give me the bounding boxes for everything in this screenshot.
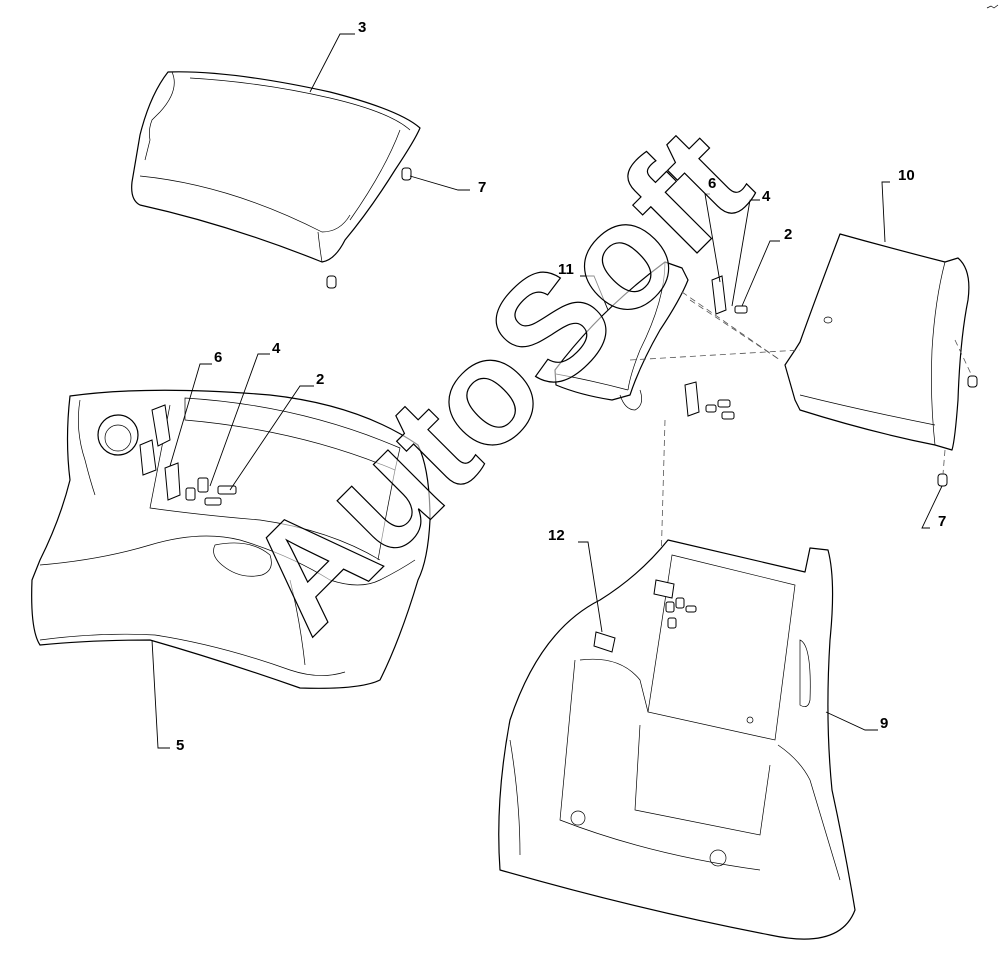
corner-mark	[986, 4, 999, 9]
callout-2-right: 2	[784, 226, 793, 243]
callout-6-left: 6	[214, 349, 223, 366]
callout-3: 3	[358, 19, 367, 36]
callout-9: 9	[880, 715, 889, 732]
screw-7-lid-a	[401, 167, 412, 181]
part-10-panel	[784, 233, 970, 451]
callout-4-left: 4	[272, 340, 281, 357]
bracket-12	[593, 579, 675, 653]
callout-12: 12	[548, 527, 565, 544]
screw-7-lid-b	[326, 275, 337, 289]
callout-7-right: 7	[938, 513, 947, 530]
part-9-base	[498, 539, 856, 940]
part-5-console	[31, 389, 431, 689]
hinge-6-left	[139, 404, 181, 501]
part-3-lid	[131, 71, 421, 263]
callout-6-right: 6	[708, 175, 717, 192]
screw-7-panel-a	[967, 375, 978, 388]
screw-9-hw	[665, 597, 697, 629]
washer-4-left	[185, 477, 209, 501]
screw-7-panel-b	[937, 473, 948, 487]
part-11-cover	[554, 261, 689, 411]
screw-2-right	[705, 305, 748, 420]
hinge-6-right	[684, 275, 727, 417]
callout-11: 11	[558, 261, 574, 278]
leader-lines	[151, 33, 943, 749]
callout-7-top: 7	[478, 179, 487, 196]
callout-4-right: 4	[762, 188, 771, 205]
callout-5: 5	[176, 737, 185, 754]
callout-2-left: 2	[316, 371, 325, 388]
callout-10: 10	[898, 167, 915, 184]
